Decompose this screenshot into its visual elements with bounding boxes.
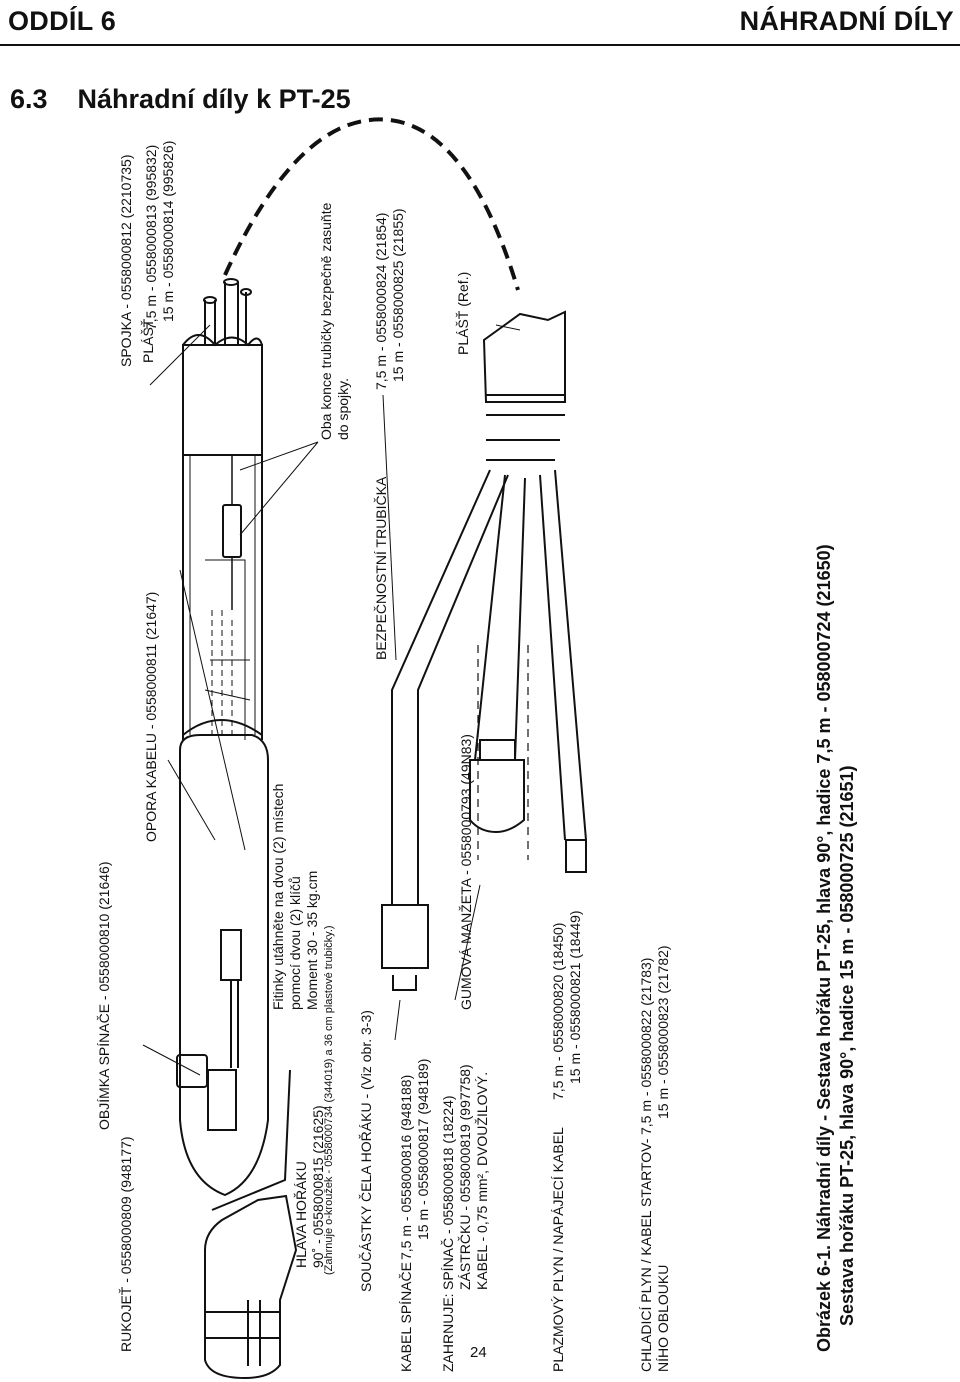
right-sheath-shape — [482, 310, 566, 403]
label-safety-tube: BEZPEČNOSTNÍ TRUBIČKA — [373, 476, 389, 660]
section-title: 6.3 Náhradní díly k PT-25 — [10, 84, 351, 115]
label-switch-cable-parts: 7,5 m - 0558000816 (948188) 15 m - 05580… — [398, 1059, 432, 1260]
cooling-gas-7-5: 7,5 m - 0558000822 (21783) — [638, 957, 654, 1135]
label-sheath-ref: PLÁŠŤ (Ref.) — [455, 271, 471, 355]
label-includes: ZAHRNUJE: — [440, 1293, 456, 1372]
cable-support-shape — [182, 454, 263, 740]
switch-cable-15: 15 m - 0558000817 (948189) — [415, 1058, 431, 1240]
label-cooling-gas-parts: 7,5 m - 0558000822 (21783) 15 m - 055800… — [638, 945, 672, 1135]
label-rubber-boot: GUMOVÁ MANŽETA - 0558000793 (49N83) — [458, 734, 474, 1010]
cooling-gas-line-2: NÍHO OBLOUKU — [655, 1264, 671, 1372]
torch-head-shape — [204, 1194, 298, 1380]
tube-ends-line-2: do spojky. — [335, 378, 351, 440]
fittings-line-1: Fitinky utáhněte na dvou (2) místech — [270, 783, 286, 1010]
sheath-part-15: 15 m - 0558000814 (995826) — [160, 140, 176, 322]
torch-head-part: 90˚ - 0558000815 (21625) — [310, 1105, 326, 1268]
label-safety-tube-parts: 7,5 m - 0558000824 (21854) 15 m - 055800… — [373, 208, 407, 390]
torch-head-title: HLAVA HOŘÁKU — [293, 1161, 309, 1268]
label-plasma-gas: PLAZMOVÝ PLYN / NAPÁJECÍ KABEL — [550, 1127, 566, 1372]
label-fittings: Fitinky utáhněte na dvou (2) místech pom… — [270, 783, 338, 1275]
cooling-gas-line-1: CHLADICÍ PLYN / KABEL STARTOV- — [638, 1138, 654, 1372]
page-number: 24 — [470, 1344, 487, 1361]
label-switch-cable: KABEL SPÍNAČE — [398, 1262, 414, 1372]
label-cooling-gas: CHLADICÍ PLYN / KABEL STARTOV- NÍHO OBLO… — [638, 1139, 672, 1372]
dashed-hose-loop — [223, 117, 520, 291]
includes-cable: KABEL - 0,75 mm², DVOUŽILOVÝ. — [474, 1071, 490, 1290]
fittings-line-3: Moment 30 - 35 kg.cm — [304, 870, 320, 1010]
sheath-shape — [182, 344, 263, 455]
safety-tube-15: 15 m - 0558000825 (21855) — [390, 208, 406, 382]
label-handle: RUKOJEŤ - 0558000809 (948177) — [118, 1136, 134, 1352]
label-sheath-parts: 7,5 m - 0558000813 (995832) 15 m - 05580… — [143, 141, 177, 330]
tube-ends-line-1: Oba konce trubičky bezpečně zasuňte — [318, 202, 334, 440]
label-plasma-gas-parts: 7,5 m - 0558000820 (18450) 15 m - 055800… — [550, 910, 584, 1100]
sheath-part-7-5: 7,5 m - 0558000813 (995832) — [143, 144, 159, 330]
fittings-line-2: pomocí dvou (2) klíčů — [287, 876, 303, 1010]
cooling-gas-15: 15 m - 0558000823 (21782) — [655, 945, 671, 1119]
handle-shape — [179, 734, 269, 1197]
safety-tube-7-5: 7,5 m - 0558000824 (21854) — [373, 212, 389, 390]
figure-caption: Obrázek 6-1. Náhradní díly - Sestava hoř… — [813, 544, 859, 1352]
label-cable-support: OPORA KABELU - 0558000811 (21647) — [143, 591, 159, 842]
label-includes-list: SPÍNAČ - 0558000818 (18224) ZÁSTRČKU - 0… — [440, 1064, 491, 1290]
label-torch-head: HLAVA HOŘÁKU 90˚ - 0558000815 (21625) — [293, 1105, 327, 1268]
coupling-shape — [222, 504, 242, 558]
page-heading: NÁHRADNÍ DÍLY — [739, 6, 954, 36]
section-title-text: Náhradní díly k PT-25 — [77, 84, 351, 114]
includes-plug: ZÁSTRČKU - 0558000819 (997758) — [457, 1064, 473, 1290]
label-tube-ends: Oba konce trubičky bezpečně zasuňte do s… — [318, 203, 352, 440]
includes-switch: SPÍNAČ - 0558000818 (18224) — [440, 1095, 456, 1290]
caption-line-1: Obrázek 6-1. Náhradní díly - Sestava hoř… — [814, 544, 834, 1352]
section-number: 6.3 — [10, 84, 48, 114]
label-switch-sleeve: OBJÍMKA SPÍNAČE - 0558000810 (21646) — [96, 861, 112, 1130]
switch-cable-7-5: 7,5 m - 0558000816 (948188) — [398, 1074, 414, 1260]
plasma-gas-15: 15 m - 0558000821 (18449) — [567, 910, 583, 1084]
label-torch-front-parts: SOUČÁSTKY ČELA HOŘÁKU - (Viz obr. 3-3) — [358, 1010, 374, 1292]
caption-line-2: Sestava hořáku PT-25, hlava 90°, hadice … — [837, 765, 857, 1326]
section-heading: ODDÍL 6 — [8, 6, 117, 36]
plasma-gas-7-5: 7,5 m - 0558000820 (18450) — [550, 922, 566, 1100]
header-rule — [0, 44, 960, 46]
